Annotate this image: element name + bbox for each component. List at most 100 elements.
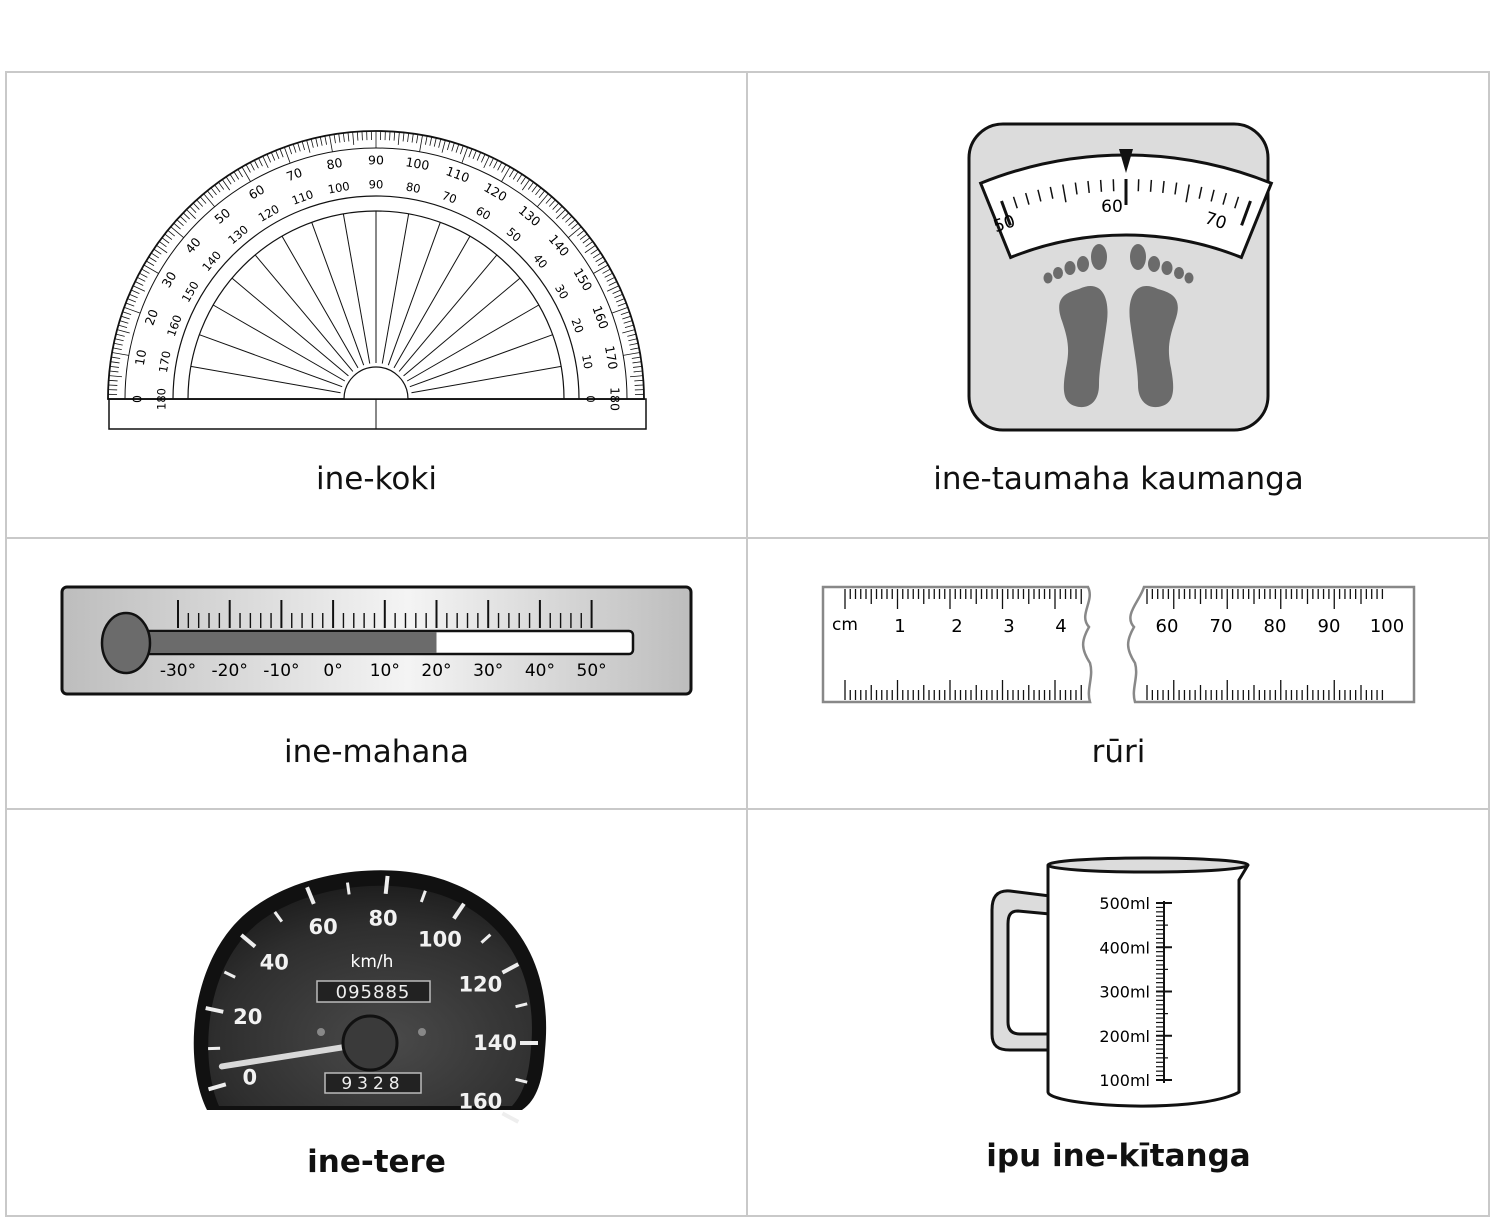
scale-tick (1074, 182, 1078, 195)
protractor-tick (407, 132, 410, 142)
protractor-tick (161, 237, 170, 244)
protractor-tick (531, 184, 538, 193)
jug-label: 100ml (1099, 1071, 1150, 1090)
protractor-tick (129, 293, 138, 299)
protractor-ray (409, 334, 553, 388)
protractor-tick (629, 375, 644, 378)
odometer-box (316, 980, 431, 1003)
protractor-tick (113, 342, 123, 346)
protractor-tick (497, 162, 503, 171)
protractor-tick (585, 241, 594, 248)
protractor-tick (111, 356, 121, 359)
caption-speedometer: ine-tere (307, 1144, 446, 1180)
protractor-tick (628, 338, 638, 342)
jug-body (1046, 864, 1250, 1108)
thermometer-label: 30° (473, 661, 503, 681)
ruler-unit-label: cm (832, 615, 858, 635)
protractor-tick (122, 311, 132, 316)
protractor-ray (411, 365, 562, 394)
protractor-tick (555, 205, 563, 213)
protractor-tick (537, 193, 549, 207)
protractor-tick (249, 162, 255, 171)
protractor-tick (143, 264, 159, 274)
speedometer-illustration: 020406080100120140160180 km/h 095885 932… (193, 870, 547, 1124)
protractor-tick (604, 272, 613, 278)
protractor-tick (535, 187, 542, 196)
protractor-tick (214, 184, 221, 193)
protractor-tick (115, 333, 125, 337)
protractor-tick (110, 361, 120, 364)
protractor-tick (441, 140, 446, 153)
protractor-tick (229, 174, 236, 183)
protractor-outer-label: 30 (159, 269, 180, 290)
protractor-ray (398, 254, 498, 372)
speedometer-tick (273, 911, 284, 923)
protractor-tick (512, 171, 519, 180)
protractor-tick (196, 199, 203, 207)
protractor-tick (602, 268, 611, 274)
protractor-tick (568, 226, 582, 238)
protractor-tick (125, 302, 135, 307)
protractor-tick (131, 289, 140, 295)
speedometer-label: 160 (458, 1090, 502, 1114)
footprints-icon (1043, 244, 1194, 408)
trip-meter-value: 9328 (341, 1074, 404, 1094)
protractor-tick (425, 135, 428, 145)
protractor-tick (283, 147, 291, 164)
caption-bathroom-scale: ine-taumaha kaumanga (933, 461, 1304, 497)
protractor-tick (521, 179, 531, 191)
protractor-outer-label: 80 (325, 155, 343, 173)
protractor-tick (630, 347, 640, 350)
protractor-tick (132, 285, 146, 292)
protractor-tick (480, 154, 486, 163)
ruler-label: 2 (951, 616, 962, 637)
protractor-tick (279, 148, 284, 158)
protractor-tick (501, 166, 511, 182)
ruler-label: 60 (1156, 616, 1179, 637)
protractor-tick (416, 134, 419, 144)
protractor-tick (329, 135, 333, 152)
speedometer-label: 100 (418, 927, 462, 951)
protractor-tick (629, 342, 639, 346)
jug-label: 500ml (1099, 894, 1150, 913)
protractor-tick (139, 272, 148, 278)
thermometer-label: -20° (212, 661, 248, 681)
protractor-tick (173, 222, 181, 230)
protractor-tick (352, 131, 355, 146)
scale-tick (1149, 179, 1153, 192)
speedometer-label: 80 (368, 907, 397, 931)
protractor-tick (614, 293, 623, 299)
protractor-tick (301, 141, 305, 151)
protractor-ray (393, 235, 471, 369)
protractor-tick (156, 244, 168, 254)
protractor-inner-label: 60 (473, 204, 493, 223)
protractor-tick (319, 136, 323, 146)
thermometer-label: 40° (525, 661, 555, 681)
thermometer-ticks (177, 600, 593, 628)
protractor-tick (112, 352, 129, 356)
speedometer-tick (480, 933, 492, 944)
protractor-tick (579, 233, 588, 240)
protractor-tick (207, 190, 214, 198)
protractor-tick (623, 320, 633, 324)
odometer-value: 095885 (336, 982, 411, 1003)
protractor-tick (112, 347, 122, 350)
protractor-ray (387, 222, 441, 366)
protractor-tick (151, 252, 160, 259)
protractor-tick (468, 148, 473, 158)
scale-tick (1210, 189, 1215, 202)
ruler-label: 90 (1318, 616, 1341, 637)
protractor-outer-label: 180 (608, 387, 623, 411)
protractor-tick (141, 268, 150, 274)
protractor-tick (624, 324, 634, 328)
protractor-inner-label: 100 (327, 179, 351, 197)
scale-tick (1099, 179, 1103, 192)
scale-label-60: 60 (1101, 197, 1123, 217)
protractor-tick (253, 160, 259, 169)
protractor-tick (568, 219, 576, 226)
protractor-tick (592, 252, 601, 259)
protractor-tick (324, 135, 327, 145)
